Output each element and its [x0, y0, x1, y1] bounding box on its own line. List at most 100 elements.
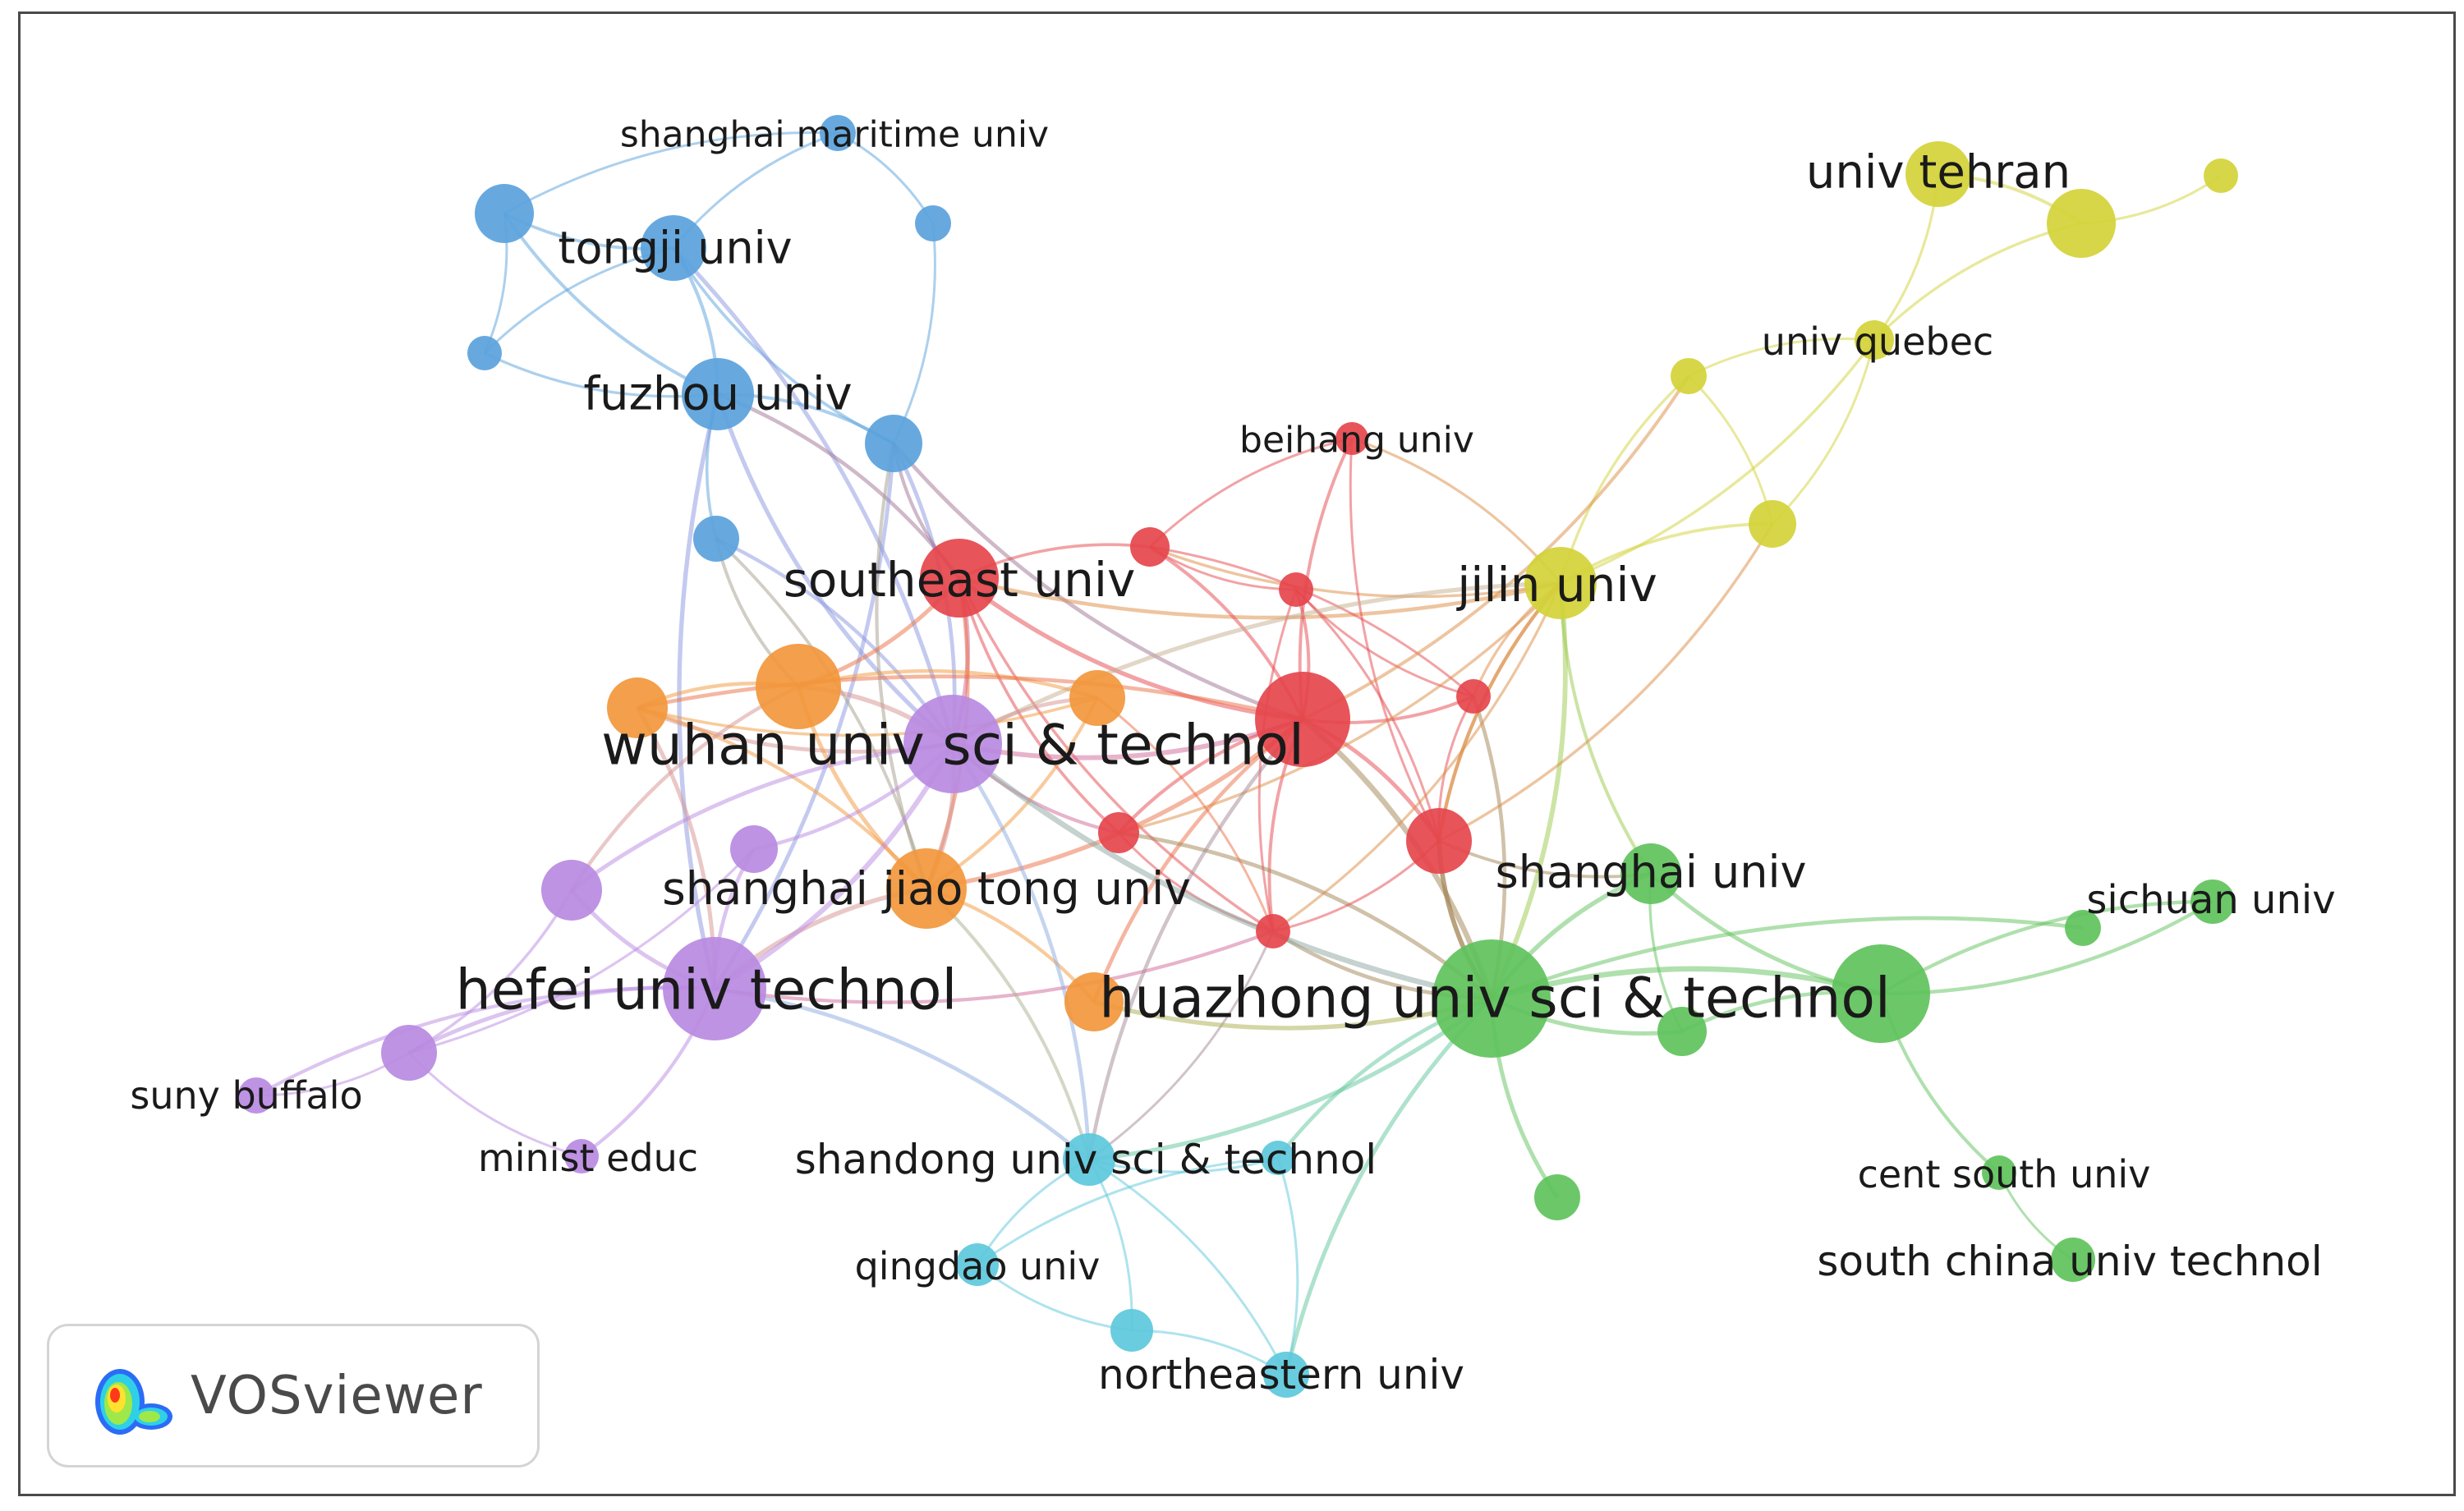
node-label-shmaritime: shanghai maritime univ — [620, 114, 1049, 156]
node-hefei[interactable] — [663, 937, 766, 1040]
network-link — [1087, 718, 1304, 1160]
network-link — [503, 212, 719, 396]
node-northeastern[interactable] — [1263, 1352, 1309, 1398]
network-link — [1148, 437, 1353, 549]
network-link — [408, 847, 756, 1054]
node-red_f[interactable] — [1256, 914, 1290, 948]
network-link — [672, 246, 955, 745]
network-link — [1088, 996, 1493, 1162]
node-label-jilin: jilin univ — [1455, 557, 1657, 613]
network-link — [1687, 374, 1774, 525]
node-yel_a[interactable] — [2047, 189, 2116, 258]
node-blue_a[interactable] — [475, 184, 534, 243]
node-southeast[interactable] — [920, 539, 999, 618]
node-blue_c[interactable] — [467, 336, 502, 370]
node-red_big[interactable] — [1255, 672, 1350, 767]
network-link — [1276, 1157, 1299, 1376]
node-pur_b[interactable] — [541, 860, 602, 921]
node-pur_c[interactable] — [730, 825, 778, 873]
node-label-tehran: univ tehran — [1806, 146, 2071, 200]
node-gr_big[interactable] — [1832, 944, 1930, 1043]
node-label-hefei: hefei univ technol — [456, 958, 958, 1023]
node-label-southchina: south china univ technol — [1817, 1238, 2322, 1285]
node-quebec[interactable] — [1855, 320, 1894, 360]
network-link — [1349, 438, 1441, 842]
network-link — [1149, 545, 1474, 698]
node-gr_b[interactable] — [1534, 1174, 1580, 1220]
node-qingdao[interactable] — [956, 1243, 999, 1286]
node-or_c[interactable] — [1069, 670, 1125, 726]
node-label-northeastern: northeastern univ — [1098, 1351, 1464, 1398]
network-link — [958, 576, 1303, 722]
node-label-sichuan: sichuan univ — [2086, 877, 2335, 923]
node-red_e[interactable] — [1406, 808, 1472, 874]
node-red_b[interactable] — [1279, 572, 1313, 607]
network-link — [1491, 916, 2084, 1001]
network-link — [1688, 338, 1875, 378]
network-link — [1294, 588, 1441, 842]
node-blue_e[interactable] — [865, 415, 922, 472]
network-link — [977, 1156, 1279, 1266]
network-link — [1560, 338, 1876, 585]
node-label-southeast: southeast univ — [784, 552, 1136, 608]
node-shmaritime[interactable] — [820, 115, 856, 151]
node-suny[interactable] — [238, 1077, 274, 1114]
node-or_b[interactable] — [607, 677, 668, 738]
node-pur_a[interactable] — [381, 1025, 437, 1081]
node-southchina[interactable] — [2051, 1238, 2095, 1282]
node-shjiaotong[interactable] — [886, 848, 967, 929]
node-cy_b[interactable] — [1261, 1141, 1295, 1175]
node-shanghai[interactable] — [1620, 843, 1681, 904]
network-link — [255, 985, 715, 1097]
node-huazhong[interactable] — [1432, 939, 1551, 1058]
node-red_d[interactable] — [1456, 679, 1491, 714]
network-link — [1149, 545, 1561, 599]
node-tongji[interactable] — [641, 215, 706, 281]
network-link — [1284, 997, 1493, 1376]
node-wuhan[interactable] — [903, 695, 1002, 793]
node-label-centsouth: cent south univ — [1858, 1152, 2151, 1196]
node-shandong[interactable] — [1063, 1133, 1115, 1186]
node-gr_a[interactable] — [1657, 1007, 1707, 1056]
network-link — [951, 581, 1561, 746]
network-link — [1096, 696, 1275, 932]
node-tehran[interactable] — [1905, 141, 1971, 207]
network-link — [925, 887, 1091, 1160]
node-yel_c[interactable] — [1671, 358, 1707, 394]
network-link — [637, 696, 1098, 737]
node-red_c[interactable] — [1098, 812, 1139, 853]
network-link — [892, 223, 936, 444]
node-blue_b[interactable] — [915, 205, 951, 241]
node-yel_d[interactable] — [1749, 500, 1796, 548]
node-or_d[interactable] — [1064, 972, 1124, 1031]
network-link — [950, 742, 1492, 1002]
network-link — [958, 577, 1274, 933]
node-label-shjiaotong: shanghai jiao tong univ — [662, 862, 1191, 915]
network-link — [892, 442, 1303, 722]
node-minist[interactable] — [564, 1139, 599, 1173]
node-or_a[interactable] — [756, 644, 841, 729]
node-beihang[interactable] — [1335, 422, 1368, 455]
network-link — [637, 674, 1303, 722]
node-gr_c[interactable] — [2065, 910, 2101, 946]
node-yel_b[interactable] — [2204, 158, 2238, 193]
node-cy_a[interactable] — [1110, 1309, 1153, 1352]
node-sichuan[interactable] — [2190, 880, 2235, 924]
node-centsouth[interactable] — [1982, 1155, 2016, 1190]
node-label-wuhan: wuhan univ sci & technol — [601, 714, 1304, 778]
network-canvas — [18, 11, 2456, 1496]
node-label-tongji: tongji univ — [558, 223, 792, 274]
network-link — [715, 393, 954, 746]
network-link — [503, 131, 839, 215]
network-link — [1771, 339, 1876, 526]
node-label-suny: suny buffalo — [130, 1073, 362, 1118]
network-link — [1438, 523, 1774, 843]
node-blue_d[interactable] — [693, 516, 739, 562]
node-jilin[interactable] — [1524, 547, 1597, 619]
network-link — [714, 930, 1274, 1004]
vosviewer-logo: VOSviewer — [47, 1324, 540, 1467]
node-red_a[interactable] — [1130, 527, 1170, 567]
network-link — [1118, 581, 1562, 834]
node-fuzhou[interactable] — [682, 358, 754, 430]
